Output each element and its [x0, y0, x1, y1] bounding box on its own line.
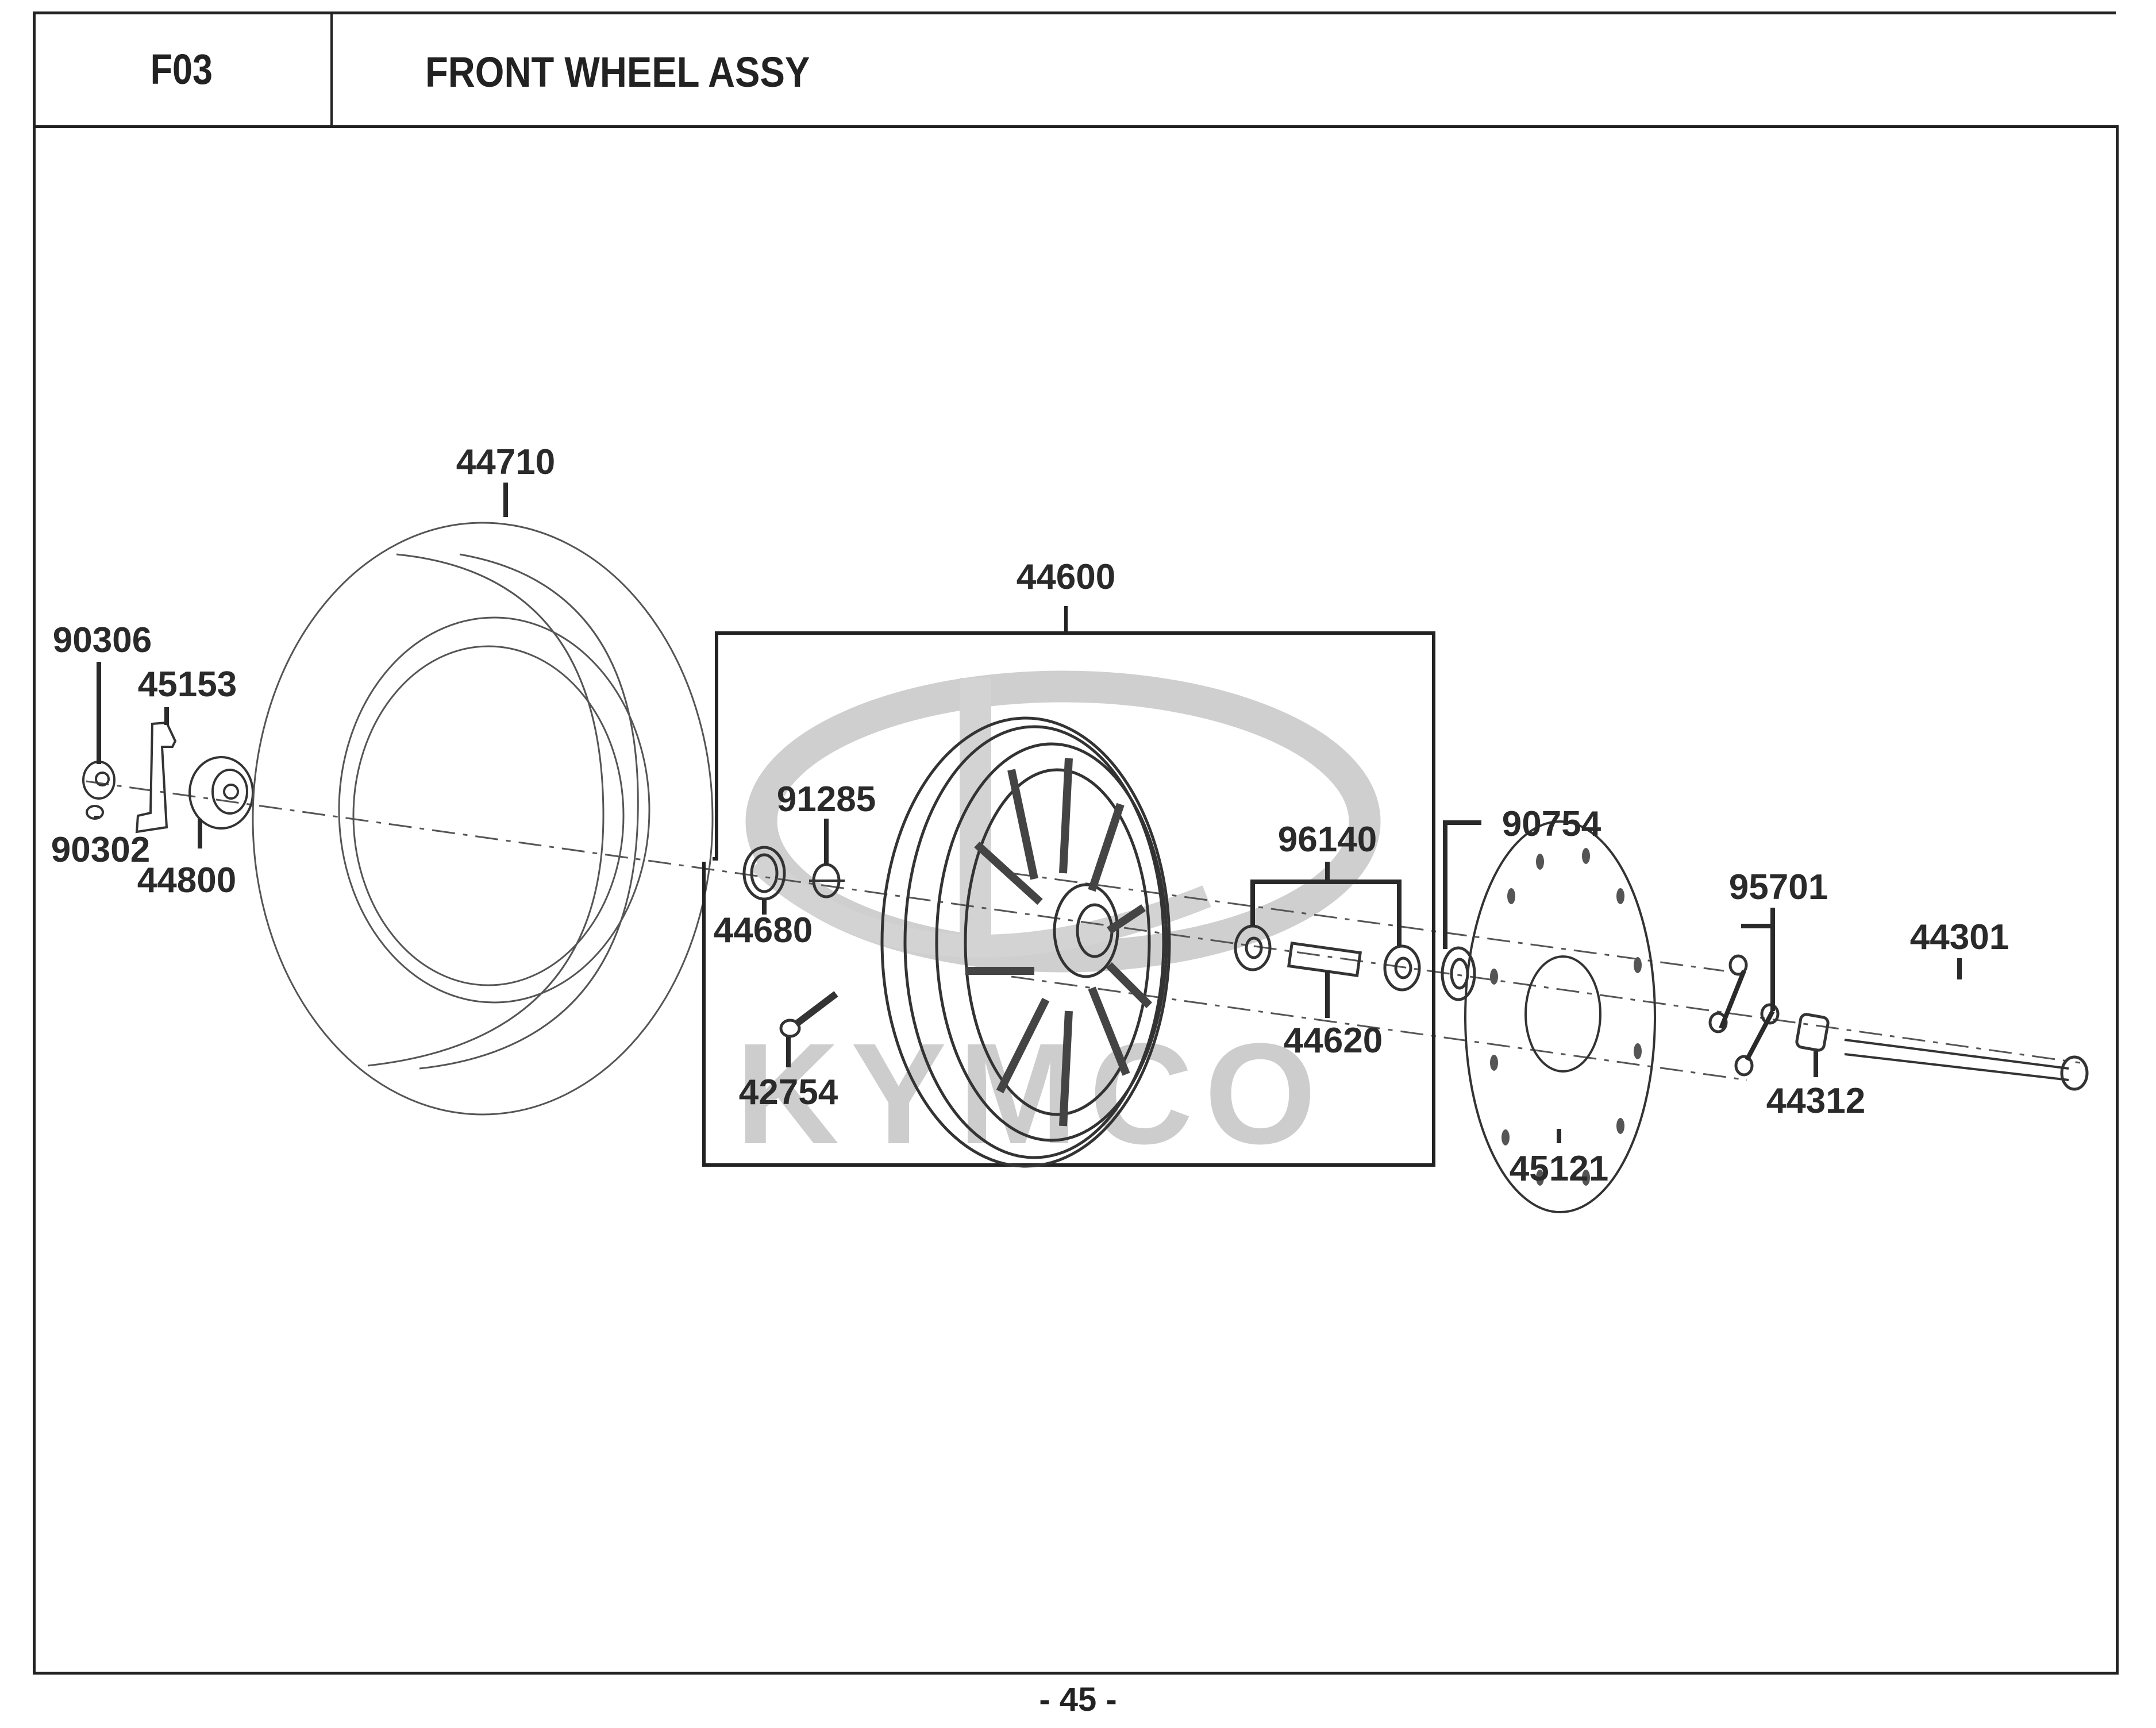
watermark-ring	[745, 670, 1381, 973]
callout-90306: 90306	[53, 620, 152, 660]
callout-91285: 91285	[777, 780, 876, 819]
disc-bolts-95701-icon	[1708, 954, 1780, 1077]
diagram-frame	[33, 125, 2119, 1675]
brake-disc-45121-icon	[1464, 820, 1656, 1213]
tire-44710-icon	[252, 522, 714, 1116]
callout-96140: 96140	[1278, 820, 1377, 859]
callout-90302: 90302	[51, 830, 150, 870]
callout-90754: 90754	[1502, 804, 1601, 844]
gearbox-44800-icon	[188, 756, 254, 830]
callout-42754: 42754	[739, 1073, 838, 1112]
assembly-bracket	[702, 606, 1435, 1167]
page-title: FRONT WHEEL ASSY	[425, 48, 810, 96]
disc-holes	[1490, 848, 1642, 1186]
callout-44710: 44710	[456, 442, 555, 482]
right-side-parts	[1441, 820, 2089, 1213]
callout-44680: 44680	[714, 911, 813, 950]
page-title-cell: FRONT WHEEL ASSY	[425, 40, 863, 103]
callout-44312: 44312	[1766, 1081, 1865, 1121]
callout-labels: 44710 44600 90306 45153 90302 44800 9128…	[51, 442, 2009, 1189]
side-collar-44312-icon	[1795, 1013, 1830, 1052]
wheel-rim-44600-icon	[880, 716, 1171, 1168]
axle-44301-icon	[1844, 1039, 2089, 1091]
page-number: - 45 -	[1039, 1681, 1117, 1718]
collar-44620-icon	[1287, 942, 1362, 977]
callout-44600: 44600	[1017, 557, 1115, 597]
bracket-45153-icon	[135, 721, 177, 834]
assembly-small-parts	[742, 846, 1421, 1038]
section-code-cell: F03	[33, 11, 333, 126]
callout-45153: 45153	[138, 665, 237, 704]
callout-44620: 44620	[1284, 1021, 1383, 1060]
speedometer-parts	[82, 721, 254, 834]
header-frame	[33, 11, 2116, 125]
nut-90306-icon	[82, 761, 116, 800]
bearing-right-96140-icon	[1383, 944, 1421, 992]
callout-44301: 44301	[1910, 917, 2009, 957]
section-code: F03	[150, 45, 213, 93]
oil-seal-90754-icon	[1441, 946, 1476, 1001]
callout-95701: 95701	[1729, 867, 1828, 907]
callout-45121: 45121	[1510, 1149, 1608, 1189]
callout-44800: 44800	[137, 861, 236, 900]
axis-lines	[86, 780, 2081, 1081]
bolt-90302-icon	[86, 805, 104, 820]
leader-lines	[94, 483, 1962, 1143]
valve-42754-icon	[779, 1019, 801, 1038]
